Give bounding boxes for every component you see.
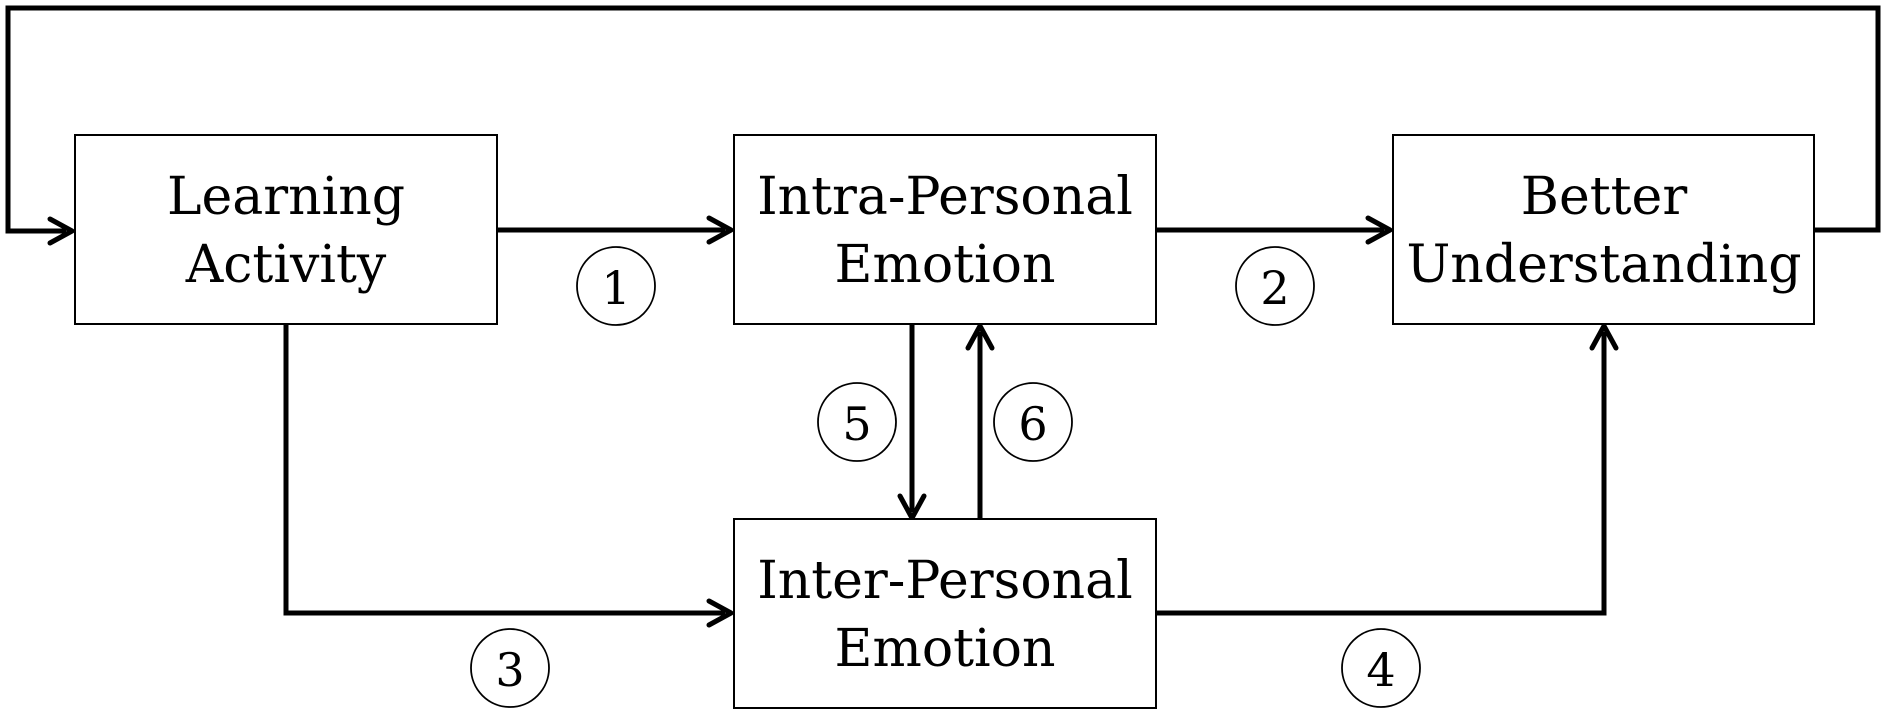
edge-badge-2-label: 2 bbox=[1260, 261, 1289, 315]
node-intra-personal-emotion-line1: Intra-Personal bbox=[757, 167, 1133, 227]
edge-feedback-loop bbox=[5, 5, 1881, 246]
edge-badge-2: 2 bbox=[1235, 246, 1315, 326]
edge-4 bbox=[1156, 323, 1619, 616]
edge-badge-3: 3 bbox=[470, 628, 550, 708]
edge-2 bbox=[1156, 215, 1393, 245]
node-intra-personal-emotion: Intra-Personal Emotion bbox=[733, 134, 1157, 325]
edge-5 bbox=[897, 324, 927, 521]
edge-badge-6: 6 bbox=[993, 382, 1073, 462]
edge-badge-3-label: 3 bbox=[495, 643, 524, 697]
arrowhead-6 bbox=[965, 323, 995, 351]
node-learning-activity-line1: Learning bbox=[167, 167, 405, 227]
edge-badge-4: 4 bbox=[1341, 628, 1421, 708]
edge-badge-5-label: 5 bbox=[842, 397, 871, 451]
node-better-understanding: Better Understanding bbox=[1392, 134, 1815, 325]
edge-badge-1-label: 1 bbox=[601, 261, 630, 315]
edge-6 bbox=[965, 323, 995, 519]
node-inter-personal-emotion: Inter-Personal Emotion bbox=[733, 518, 1157, 709]
arrowhead-3 bbox=[706, 598, 734, 628]
arrowhead-feedback bbox=[47, 216, 75, 246]
node-inter-personal-emotion-line2: Emotion bbox=[835, 619, 1056, 679]
edge-badge-4-label: 4 bbox=[1366, 643, 1395, 697]
node-learning-activity: Learning Activity bbox=[74, 134, 498, 325]
edge-1 bbox=[497, 215, 734, 245]
node-better-understanding-line2: Understanding bbox=[1406, 235, 1801, 295]
node-better-understanding-line1: Better bbox=[1521, 167, 1688, 227]
node-learning-activity-line2: Activity bbox=[185, 235, 387, 295]
edge-badge-1: 1 bbox=[576, 246, 656, 326]
edge-badge-5: 5 bbox=[817, 382, 897, 462]
node-intra-personal-emotion-line2: Emotion bbox=[835, 235, 1056, 295]
node-inter-personal-emotion-line1: Inter-Personal bbox=[757, 551, 1133, 611]
arrowhead-4 bbox=[1589, 323, 1619, 351]
edge-badge-6-label: 6 bbox=[1018, 397, 1047, 451]
arrowhead-1 bbox=[706, 215, 734, 245]
edge-3 bbox=[283, 324, 734, 628]
arrowhead-2 bbox=[1365, 215, 1393, 245]
